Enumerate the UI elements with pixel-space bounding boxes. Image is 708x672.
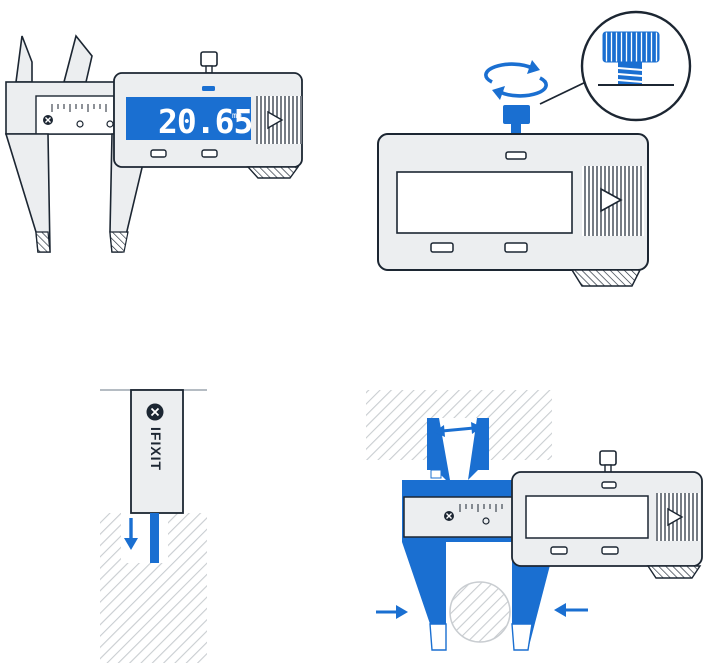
panel-1-caliper-reading: 20.65 mm xyxy=(4,34,303,253)
lock-screw-icon xyxy=(444,511,454,521)
button-right[interactable] xyxy=(201,149,218,158)
zoom-leader-line xyxy=(539,79,591,105)
upper-jaw-right xyxy=(468,418,489,480)
panel-4-measure-object xyxy=(366,390,703,651)
round-object xyxy=(449,581,511,643)
play-triangle-icon xyxy=(267,110,284,130)
lower-jaw-left xyxy=(402,542,446,650)
scale-ticks xyxy=(51,104,107,112)
button-left-large[interactable] xyxy=(430,242,454,253)
button-left-small[interactable] xyxy=(550,546,568,555)
arrow-left-icon xyxy=(554,603,588,617)
housing-foot-small xyxy=(646,565,702,579)
lower-jaw-right xyxy=(512,542,556,650)
adjust-knob xyxy=(200,51,218,67)
arrow-right-icon xyxy=(376,605,408,619)
ifixit-logo-icon xyxy=(146,403,164,421)
knob-zoom-icon xyxy=(580,10,692,122)
button-right-large[interactable] xyxy=(504,242,528,253)
double-arrow-icon xyxy=(434,422,482,437)
blue-knob xyxy=(503,105,530,124)
indicator-slot xyxy=(601,481,617,489)
indicator-slot xyxy=(505,151,527,160)
button-right-small[interactable] xyxy=(601,546,619,555)
housing-foot-large xyxy=(570,269,642,287)
rotate-arrows-icon xyxy=(484,60,548,100)
lcd-reading: 20.65 xyxy=(158,102,252,141)
fixed-upper-jaw xyxy=(15,35,33,83)
hatched-top-block xyxy=(366,390,552,460)
lcd-unit: mm xyxy=(232,111,242,120)
housing-foot xyxy=(246,166,300,179)
upper-jaw-left xyxy=(427,418,450,480)
arrow-down-icon xyxy=(124,518,138,550)
lock-screw-icon xyxy=(43,115,53,125)
scale-marker xyxy=(106,120,114,128)
button-left[interactable] xyxy=(150,149,167,158)
adjust-knob xyxy=(599,450,617,466)
play-triangle-icon xyxy=(600,187,623,213)
scale-marker xyxy=(76,120,84,128)
panel-2-knob-rotation xyxy=(377,10,692,287)
slider-upper-jaw xyxy=(62,34,93,83)
blank-screen xyxy=(396,171,573,234)
brand-label: IFIXIT xyxy=(148,427,164,471)
blank-screen-small xyxy=(525,495,649,539)
play-triangle-icon xyxy=(667,507,684,527)
lcd-screen xyxy=(126,97,251,140)
depth-rod xyxy=(150,513,159,563)
led-indicator xyxy=(202,86,215,91)
panel-3-depth-measurement: IFIXIT xyxy=(100,389,207,663)
